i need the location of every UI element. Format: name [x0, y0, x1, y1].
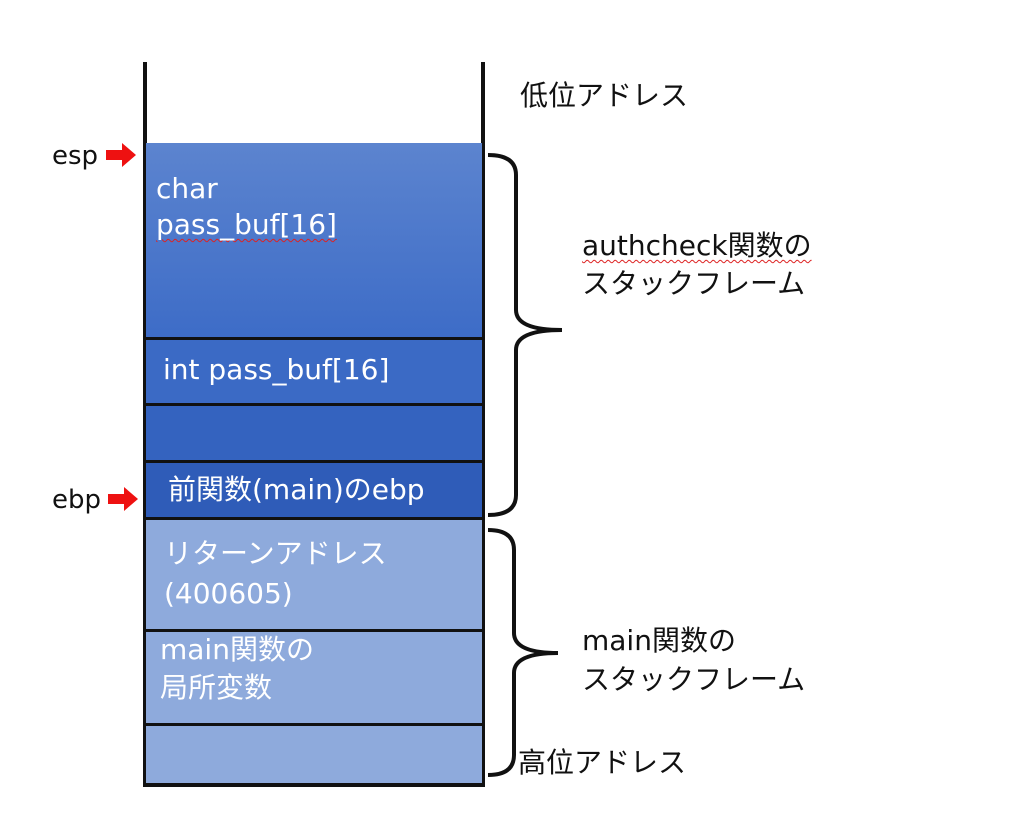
main-frame-label-line1: main関数の	[582, 624, 736, 657]
cell-prev-ebp: 前関数(main)のebp	[146, 463, 482, 518]
cell-return-line1: リターンアドレス	[164, 537, 387, 570]
esp-arrow-icon	[106, 143, 136, 167]
divider-3	[146, 460, 482, 463]
esp-label: esp	[52, 141, 99, 171]
authcheck-frame-label-line1: authcheck関数の	[582, 228, 812, 264]
cell-int-text: int pass_buf[16]	[163, 353, 390, 386]
ebp-arrow-icon	[108, 487, 138, 511]
high-address-label: 高位アドレス	[518, 746, 687, 779]
cell-main-locals: main関数の 局所変数	[146, 632, 482, 724]
divider-2	[146, 403, 482, 406]
cell-main-locals-line1: main関数の	[160, 633, 314, 666]
cell-char-pass-buf: char pass_buf[16]	[146, 143, 482, 339]
cell-prev-ebp-text: 前関数(main)のebp	[168, 473, 425, 506]
cell-bottom-empty	[146, 726, 482, 783]
ebp-label: ebp	[52, 485, 102, 515]
stack-left-wall	[143, 62, 147, 787]
authcheck-frame-label-text: authcheck関数の	[582, 229, 812, 262]
cell-char-line1: char	[156, 172, 218, 205]
cell-main-locals-line2: 局所変数	[160, 671, 273, 704]
stack-bottom-wall	[143, 783, 485, 787]
low-address-label: 低位アドレス	[520, 79, 689, 112]
stack-right-wall	[481, 62, 485, 787]
cell-int-pass-buf: int pass_buf[16]	[146, 340, 482, 404]
divider-4	[146, 517, 482, 520]
authcheck-frame-label-line2: スタックフレーム	[582, 267, 806, 300]
cell-return-line2: (400605)	[164, 577, 293, 610]
main-brace-icon	[487, 528, 559, 777]
main-frame-label-line2: スタックフレーム	[582, 663, 806, 696]
divider-1	[146, 337, 482, 340]
cell-empty-gap	[146, 406, 482, 461]
cell-char-line2: pass_buf[16]	[156, 208, 337, 241]
divider-5	[146, 629, 482, 632]
divider-6	[146, 723, 482, 726]
authcheck-brace-icon	[487, 153, 563, 517]
cell-return-address: リターンアドレス (400605)	[146, 520, 482, 630]
